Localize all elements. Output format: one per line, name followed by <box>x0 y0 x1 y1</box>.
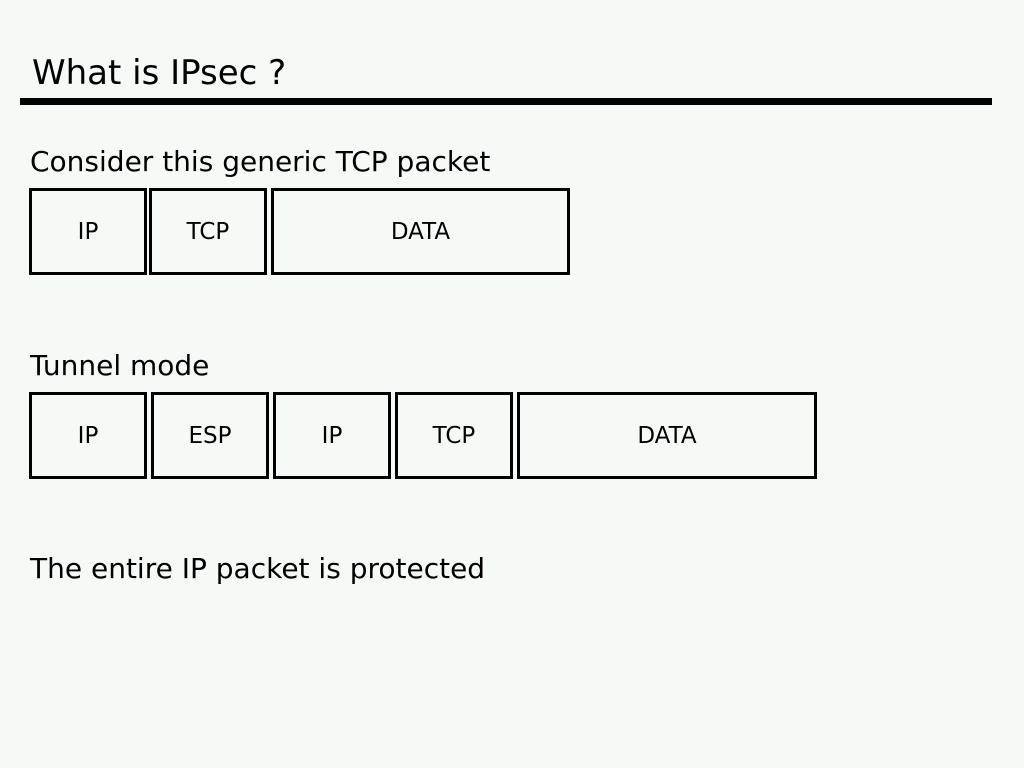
generic-packet-field-tcp: TCP <box>149 188 267 275</box>
tunnel-packet-field-tcp: TCP <box>395 392 513 479</box>
tunnel-packet-field-outer-ip: IP <box>29 392 147 479</box>
generic-packet-caption: Consider this generic TCP packet <box>30 145 491 178</box>
tunnel-packet-field-esp: ESP <box>151 392 269 479</box>
tunnel-packet-field-data: DATA <box>517 392 817 479</box>
slide-title: What is IPsec ? <box>32 53 287 93</box>
title-divider <box>20 98 992 105</box>
tunnel-mode-caption: Tunnel mode <box>30 349 210 382</box>
tunnel-packet-field-inner-ip: IP <box>273 392 391 479</box>
generic-packet-field-ip: IP <box>29 188 147 275</box>
protection-note: The entire IP packet is protected <box>30 552 486 585</box>
generic-packet-field-data: DATA <box>271 188 570 275</box>
